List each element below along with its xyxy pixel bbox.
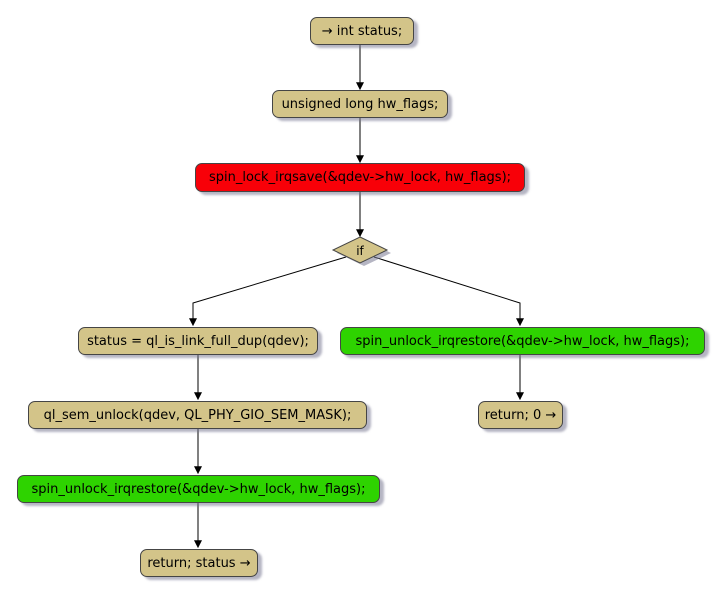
if-diamond-label: if — [356, 243, 364, 258]
node-int-status: → int status; — [310, 17, 414, 45]
edge-if-to-spinunlock-right — [373, 256, 524, 327]
node-ql-sem-unlock: ql_sem_unlock(qdev, QL_PHY_GIO_SEM_MASK)… — [28, 401, 367, 429]
node-status-assign: status = ql_is_link_full_dup(qdev); — [78, 327, 318, 355]
edge-if-to-status-assign — [189, 256, 347, 327]
node-spin-unlock-right: spin_unlock_irqrestore(&qdev->hw_lock, h… — [340, 327, 705, 355]
node-return-status: return; status → — [140, 549, 258, 577]
node-hw-flags: unsigned long hw_flags; — [272, 90, 448, 118]
node-return-zero: return; 0 → — [478, 401, 563, 429]
node-spin-unlock-left: spin_unlock_irqrestore(&qdev->hw_lock, h… — [17, 475, 380, 503]
if-diamond — [331, 236, 389, 264]
node-spin-lock-irqsave: spin_lock_irqsave(&qdev->hw_lock, hw_fla… — [195, 163, 525, 192]
